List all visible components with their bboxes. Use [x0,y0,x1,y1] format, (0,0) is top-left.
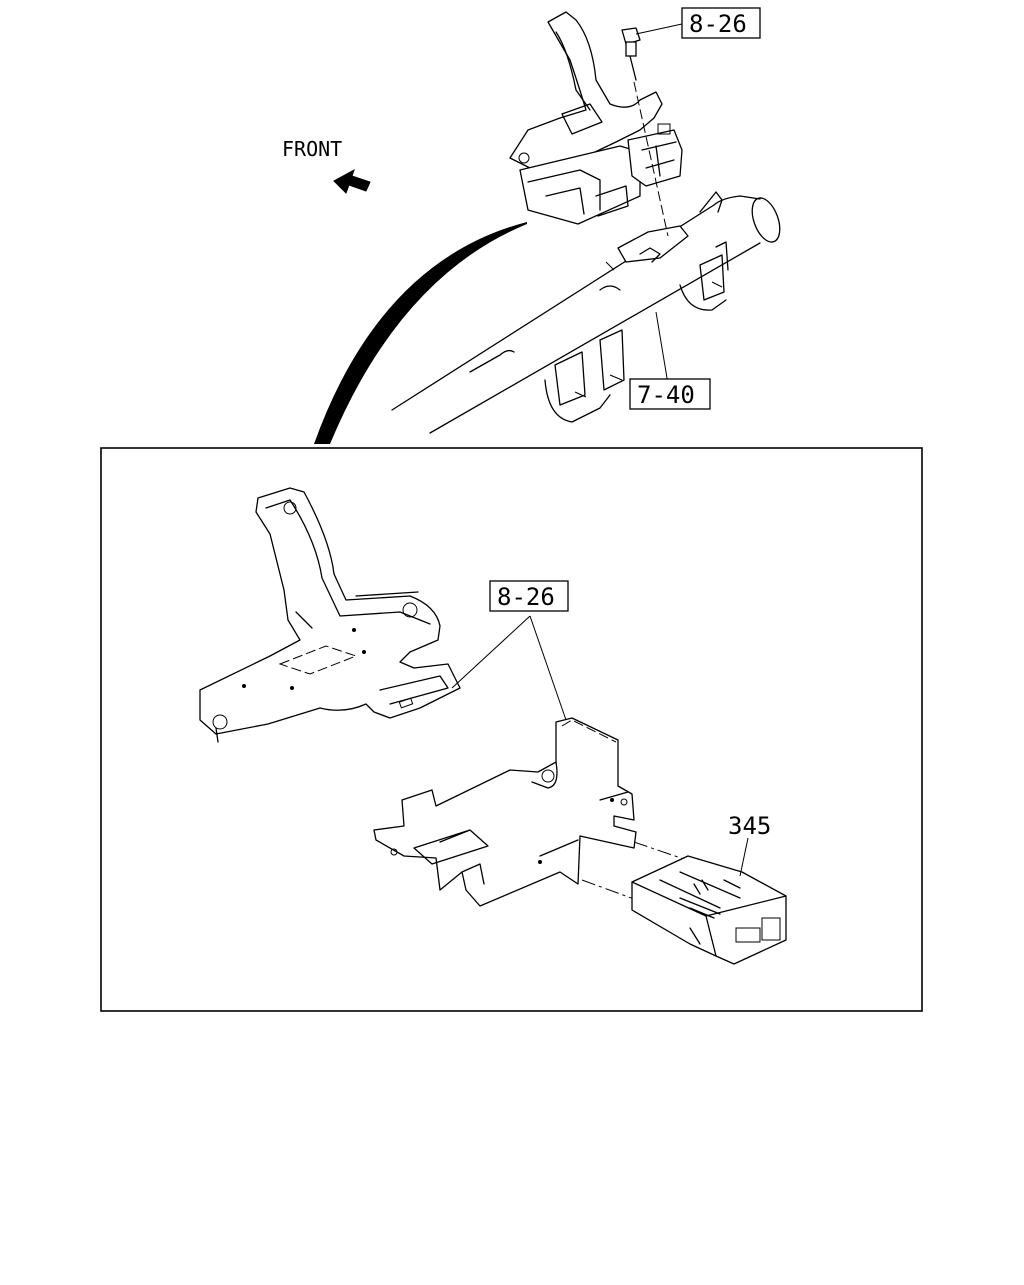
front-label: FRONT [282,137,342,161]
front-arrow-icon [333,168,371,194]
leader-detail-upper [451,615,531,689]
bolt-icon [621,27,641,81]
overview-assembly: FRONT [282,7,781,444]
part-label-module: 345 [728,812,771,840]
leader-module [739,837,749,877]
lower-tray-bracket [373,717,637,907]
align-line-lower [581,879,665,911]
module-bracket-assembly [509,11,683,225]
callout-top-bolt: 8-26 [681,7,761,39]
bolt-centerline [633,81,669,237]
crossmember-tube [391,191,781,434]
leader-detail-lower [529,615,567,721]
leader-crossmember [655,311,669,385]
detail-sweep-arrow [314,222,527,444]
callout-detail-bracket-text: 8-26 [497,583,555,611]
module-345 [631,855,787,965]
callout-detail-bracket: 8-26 [451,580,569,721]
detail-frame [100,447,923,1012]
upper-bracket [199,487,461,743]
detail-assembly: 8-26 345 [199,487,787,965]
callout-crossmember: 7-40 [629,378,711,410]
align-line-upper [633,841,717,871]
leader-top-bolt [635,23,683,35]
callout-crossmember-text: 7-40 [637,381,695,409]
callout-top-bolt-text: 8-26 [689,10,747,38]
